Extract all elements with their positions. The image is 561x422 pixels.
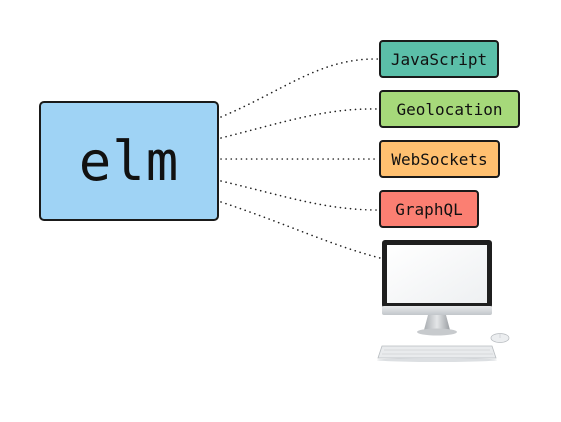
- monitor-base: [417, 328, 457, 336]
- graphql-label: GraphQL: [395, 199, 463, 219]
- connector-geolocation: [220, 108, 379, 139]
- keyboard-shadow: [377, 358, 497, 362]
- elm-box: elm: [39, 101, 219, 221]
- connector-javascript: [220, 58, 379, 118]
- connector-graphql: [220, 180, 379, 211]
- websockets-box: WebSockets: [379, 140, 500, 178]
- geolocation-label: Geolocation: [396, 99, 503, 119]
- elm-label: elm: [78, 129, 180, 193]
- connector-computer: [220, 201, 381, 259]
- desktop-computer-icon: [377, 240, 510, 362]
- keyboard: [377, 345, 497, 359]
- monitor-chin: [382, 306, 492, 315]
- monitor-stand: [424, 315, 450, 330]
- websockets-label: WebSockets: [391, 149, 488, 169]
- graphql-box: GraphQL: [379, 190, 479, 228]
- geolocation-box: Geolocation: [379, 90, 520, 128]
- javascript-label: JavaScript: [390, 49, 488, 69]
- monitor-screen: [387, 245, 487, 303]
- javascript-box: JavaScript: [379, 40, 499, 78]
